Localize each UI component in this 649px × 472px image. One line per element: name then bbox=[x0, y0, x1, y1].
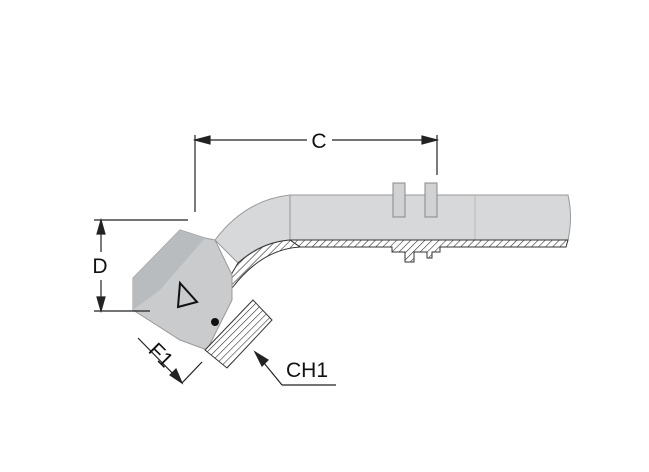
crimp-mark-icon bbox=[176, 280, 199, 309]
dimension-c-label: C bbox=[311, 130, 326, 153]
leader-ch1 bbox=[253, 350, 336, 386]
dimension-d bbox=[94, 217, 188, 314]
o-ring bbox=[211, 318, 219, 326]
ch1-label: CH1 bbox=[286, 359, 328, 382]
dimension-d-label: D bbox=[92, 255, 107, 278]
dimension-c bbox=[192, 135, 440, 212]
swivel-nut bbox=[132, 229, 273, 369]
hose-tail bbox=[288, 182, 571, 263]
dimension-f1-label: F1 bbox=[144, 339, 178, 373]
dimension-f1 bbox=[137, 337, 203, 385]
